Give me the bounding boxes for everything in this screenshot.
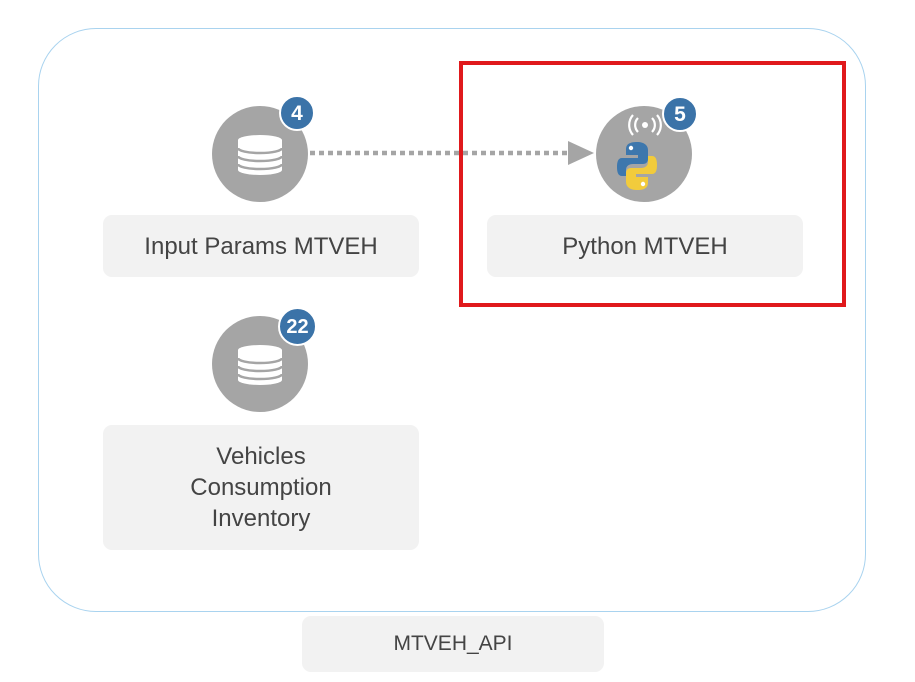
vehicles-label-line: Vehicles [216, 443, 306, 470]
database-icon [236, 345, 284, 385]
group-container [38, 28, 866, 612]
python-count-badge: 5 [662, 96, 698, 132]
database-icon [236, 135, 284, 175]
dotted-arrow-connector [310, 141, 594, 165]
vehicles-label[interactable]: Vehicles Consumption Inventory [103, 425, 419, 550]
input-params-node-icon[interactable] [212, 106, 308, 202]
input-params-label[interactable]: Input Params MTVEH [103, 215, 419, 277]
input-params-count-badge: 4 [279, 95, 315, 131]
vehicles-label-line: Inventory [211, 505, 311, 532]
group-label[interactable]: MTVEH_API [302, 616, 604, 672]
vehicles-label-line: Consumption [190, 474, 332, 501]
broadcast-icon [628, 114, 662, 136]
vehicles-count-badge: 22 [278, 307, 317, 346]
python-icon [617, 142, 657, 190]
python-label[interactable]: Python MTVEH [487, 215, 803, 277]
selection-highlight [459, 61, 846, 307]
